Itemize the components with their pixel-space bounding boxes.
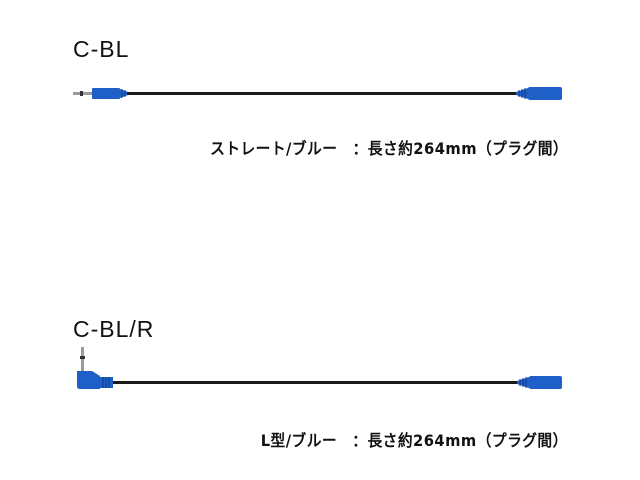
straight-plug (73, 88, 128, 99)
product-model-angled: C-BL/R (73, 316, 155, 342)
product-description-straight: ストレート/ブルー ：長さ約264mm（プラグ間） (210, 139, 568, 158)
angled-plug (77, 347, 113, 389)
product-model-straight: C-BL (73, 36, 130, 62)
socket-connector (517, 376, 562, 389)
cable-wire (127, 92, 517, 95)
product-description-angled: L型/ブルー ：長さ約264mm（プラグ間） (260, 431, 568, 450)
cable-wire (113, 381, 519, 384)
socket-connector (516, 87, 562, 100)
straight-cable-image (73, 87, 562, 100)
angled-cable-image (77, 347, 562, 389)
